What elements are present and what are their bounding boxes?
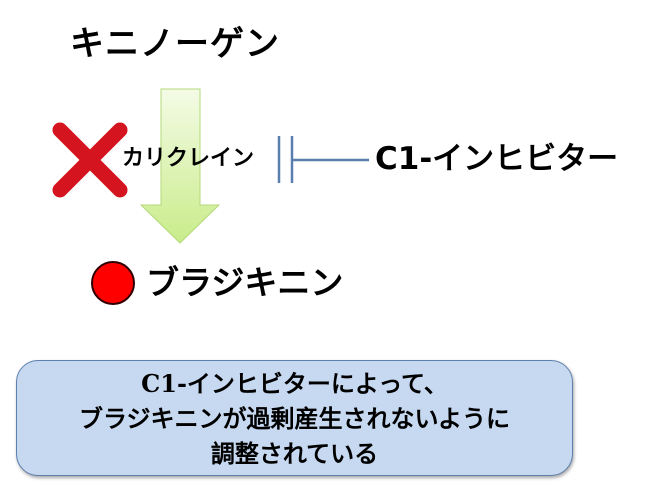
cross-mark-icon (52, 122, 128, 198)
note-line-2: ブラジキニンが過剰産生されないように (78, 403, 511, 433)
c1-inhibitor-label: C1-インヒビター (375, 141, 619, 177)
inhibition-bar-icon (277, 136, 369, 183)
down-arrow-icon (139, 88, 221, 244)
kallikrein-label: カリクレイン (122, 146, 255, 171)
explanation-note-box: C1-インヒビターによって、 ブラジキニンが過剰産生されないように 調整されてい… (16, 360, 573, 476)
bradykinin-label: ブラジキニン (146, 263, 344, 302)
note-line-1: C1-インヒビターによって、 (141, 368, 448, 398)
note-line-3: 調整されている (210, 438, 379, 468)
kininogen-label: キニノーゲン (70, 24, 280, 64)
red-circle-icon (91, 261, 135, 305)
